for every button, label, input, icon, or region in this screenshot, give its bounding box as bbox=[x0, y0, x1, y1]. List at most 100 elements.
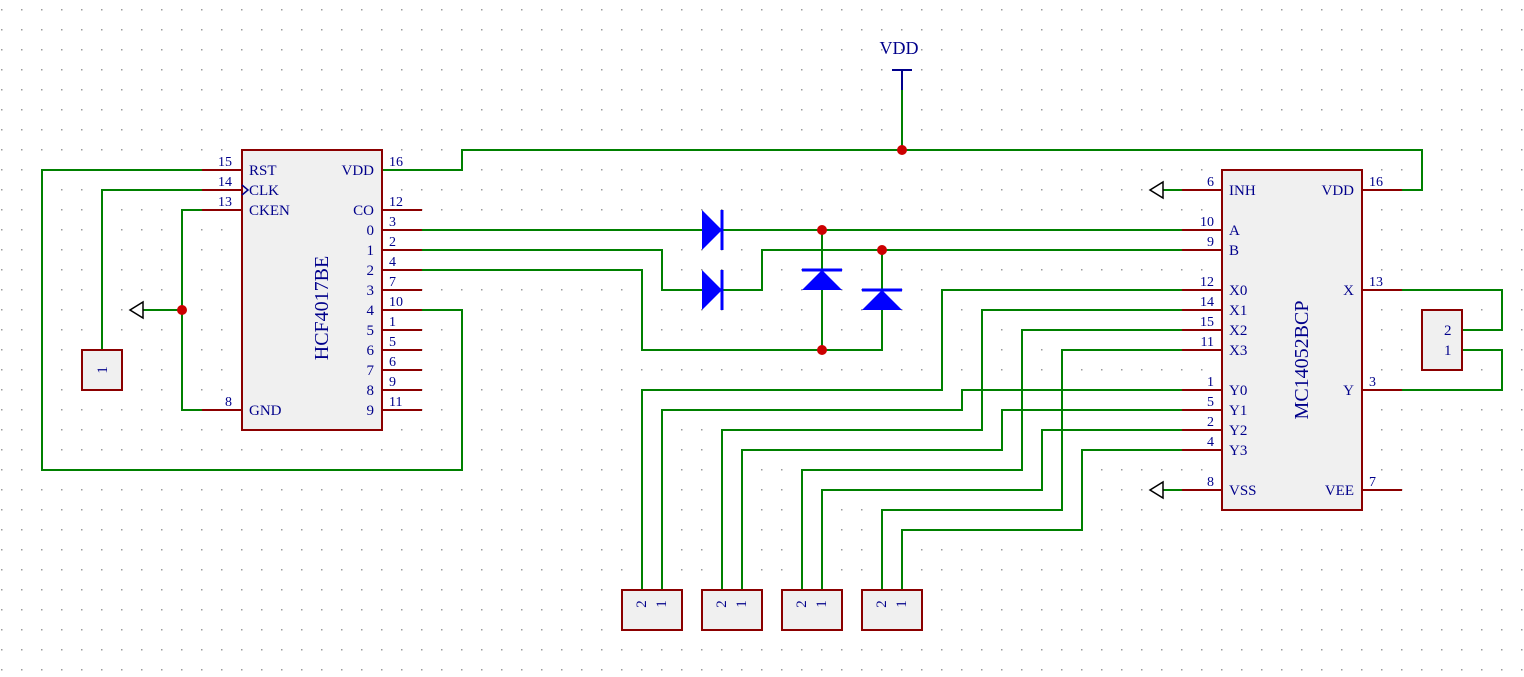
ground-arrows bbox=[128, 180, 1164, 500]
junction-dot bbox=[817, 225, 827, 235]
u1-pin-label: 0 bbox=[367, 223, 375, 239]
u2-pin-number: 12 bbox=[1200, 275, 1214, 290]
u2-chip[interactable]: 6INH10A9B12X014X115X211X31Y05Y12Y24Y38VS… bbox=[1182, 169, 1402, 511]
ground-arrow-inh-icon bbox=[1148, 180, 1164, 200]
u2-pin-label: INH bbox=[1229, 183, 1256, 199]
u2-pin-label: A bbox=[1229, 223, 1240, 239]
u2-pin-number: 9 bbox=[1207, 235, 1214, 250]
u2-pin-label: X2 bbox=[1229, 323, 1247, 339]
u1-pin-number: 5 bbox=[389, 335, 396, 350]
j2-pin1-label: 1 bbox=[1444, 343, 1452, 359]
u2-pin-number: 13 bbox=[1369, 275, 1383, 290]
u2-pin-label: X1 bbox=[1229, 303, 1247, 319]
u1-pin-label: 6 bbox=[367, 343, 375, 359]
junction-dot bbox=[877, 245, 887, 255]
vdd-symbol: VDD bbox=[880, 38, 919, 90]
wire-y0 bbox=[661, 389, 1222, 590]
u1-pin-number: 9 bbox=[389, 375, 396, 390]
u1-pin-number: 14 bbox=[218, 175, 232, 190]
u1-pin-label: CKEN bbox=[249, 203, 290, 219]
u1-pin-label: GND bbox=[249, 403, 282, 419]
u2-pin-number: 15 bbox=[1200, 315, 1214, 330]
wire-y-out bbox=[1362, 349, 1503, 391]
u2-pin-number: 1 bbox=[1207, 375, 1214, 390]
u1-pin-number: 7 bbox=[389, 275, 396, 290]
u2-pin-number: 8 bbox=[1207, 475, 1214, 490]
u2-pin-number: 10 bbox=[1200, 215, 1214, 230]
u1-pin-label: CO bbox=[353, 203, 374, 219]
connector-j2[interactable]: 2 1 bbox=[1421, 309, 1463, 371]
u1-pin-number: 13 bbox=[218, 195, 232, 210]
u1-pin-number: 15 bbox=[218, 155, 232, 170]
u2-pin-label: Y1 bbox=[1229, 403, 1247, 419]
clk-triangle-icon bbox=[241, 184, 250, 196]
wire-x3 bbox=[881, 349, 1222, 590]
u1-pin-label: 2 bbox=[367, 263, 375, 279]
junction-dots bbox=[177, 145, 907, 355]
wire-rst-loop bbox=[41, 169, 463, 471]
j2-pin2-label: 2 bbox=[1444, 323, 1452, 339]
junction-dot bbox=[817, 345, 827, 355]
u2-pin-number: 3 bbox=[1369, 375, 1376, 390]
wires bbox=[41, 90, 1503, 590]
u2-pin-label: Y0 bbox=[1229, 383, 1247, 399]
u2-pin-label: Y2 bbox=[1229, 423, 1247, 439]
u1-pin-number: 11 bbox=[389, 395, 402, 410]
u1-pin-label: 9 bbox=[367, 403, 375, 419]
diode-d2-icon[interactable] bbox=[702, 270, 724, 310]
wire-y1 bbox=[741, 409, 1222, 590]
connector-pin-label: 1 bbox=[654, 600, 670, 608]
u1-pin-label: 7 bbox=[367, 363, 375, 379]
junction-dot bbox=[177, 305, 187, 315]
u2-pin-label: X3 bbox=[1229, 343, 1247, 359]
u1-pin-number: 2 bbox=[389, 235, 396, 250]
u1-pin-number: 16 bbox=[389, 155, 403, 170]
u1-pin-number: 10 bbox=[389, 295, 403, 310]
diode-d1-icon[interactable] bbox=[682, 210, 762, 250]
u1-pin-label: 4 bbox=[367, 303, 375, 319]
zener-z2-icon[interactable] bbox=[862, 288, 902, 310]
u1-pin-number: 3 bbox=[389, 215, 396, 230]
wire-x-out bbox=[1362, 289, 1503, 331]
u2-pin-number: 6 bbox=[1207, 175, 1214, 190]
u1-pin-number: 4 bbox=[389, 255, 396, 270]
wire-out1 bbox=[422, 249, 702, 291]
connector-pin-label: 1 bbox=[814, 600, 830, 608]
u1-pin-label: 5 bbox=[367, 323, 375, 339]
u2-pin-number: 5 bbox=[1207, 395, 1214, 410]
wire-vdd-net bbox=[382, 149, 1423, 191]
wire-x2 bbox=[801, 329, 1222, 590]
u2-pin-number: 16 bbox=[1369, 175, 1383, 190]
u2-pin-label: B bbox=[1229, 243, 1239, 259]
ground-arrow-vss-icon bbox=[1148, 480, 1164, 500]
j1-pin-label: 1 bbox=[95, 366, 111, 374]
u2-pin-label: VDD bbox=[1322, 183, 1355, 199]
u1-pin-number: 12 bbox=[389, 195, 403, 210]
ground-arrow-u1-icon bbox=[128, 300, 144, 320]
u2-pin-label: X0 bbox=[1229, 283, 1247, 299]
u1-name: HCF4017BE bbox=[311, 256, 333, 360]
connector-j1[interactable]: 1 bbox=[81, 349, 123, 391]
u2-pin-number: 4 bbox=[1207, 435, 1214, 450]
u1-pin-label: VDD bbox=[342, 163, 375, 179]
wire-x1 bbox=[721, 309, 1222, 590]
u2-pin-number: 14 bbox=[1200, 295, 1214, 310]
u1-pin-number: 6 bbox=[389, 355, 396, 370]
u1-pin-number: 1 bbox=[389, 315, 396, 330]
junction-dot bbox=[897, 145, 907, 155]
u1-pin-label: RST bbox=[249, 163, 277, 179]
zener-z1-icon[interactable] bbox=[802, 268, 842, 290]
vdd-label: VDD bbox=[880, 38, 919, 58]
connector-pin-label: 2 bbox=[794, 600, 810, 608]
u2-pin-label: VSS bbox=[1229, 483, 1257, 499]
u2-name: MC14052BCP bbox=[1291, 301, 1313, 420]
connector-pin-label: 2 bbox=[874, 600, 890, 608]
